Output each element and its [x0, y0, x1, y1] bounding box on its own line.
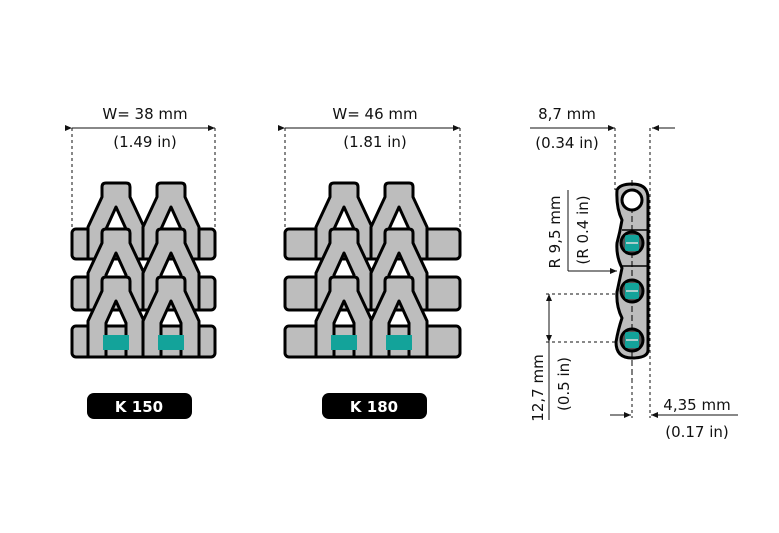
k180-width-dimension: W= 46 mm (1.81 in): [278, 105, 461, 228]
pitch-in: (0.5 in): [555, 357, 573, 411]
chain-link-lug: [86, 275, 146, 359]
k150-label: K 150: [115, 398, 163, 416]
k180-width-mm: W= 46 mm: [332, 105, 417, 123]
hollow-pin-hole: [620, 188, 644, 212]
k180-width-in: (1.81 in): [343, 133, 407, 151]
chain-link-lug: [369, 275, 429, 359]
offset-mm: 4,35 mm: [663, 396, 730, 414]
k150-chain-drawing: [70, 181, 217, 359]
pitch-mm: 12,7 mm: [529, 354, 547, 421]
k150-width-dimension: W= 38 mm (1.49 in): [65, 105, 216, 228]
k180-label: K 180: [350, 398, 398, 416]
k150-width-in: (1.49 in): [113, 133, 177, 151]
offset-in: (0.17 in): [665, 423, 729, 441]
side-view: 8,7 mm (0.34 in) R 9,5 mm (R 0.4 in) 12,…: [529, 105, 738, 441]
chain-pin-teal: [158, 335, 184, 350]
radius-in: (R 0.4 in): [574, 195, 592, 264]
chain-pin-teal: [386, 335, 412, 350]
chain-link-lug: [141, 275, 201, 359]
k150-badge: K 150: [87, 393, 192, 419]
k180-badge: K 180: [322, 393, 427, 419]
chain-pin-teal: [331, 335, 357, 350]
chain-link-lug: [314, 275, 374, 359]
thickness-mm: 8,7 mm: [538, 105, 596, 123]
radius-mm: R 9,5 mm: [546, 195, 564, 268]
chain-pin-teal: [103, 335, 129, 350]
thickness-in: (0.34 in): [535, 134, 599, 152]
k180-chain-drawing: [283, 181, 462, 359]
k150-width-mm: W= 38 mm: [102, 105, 187, 123]
